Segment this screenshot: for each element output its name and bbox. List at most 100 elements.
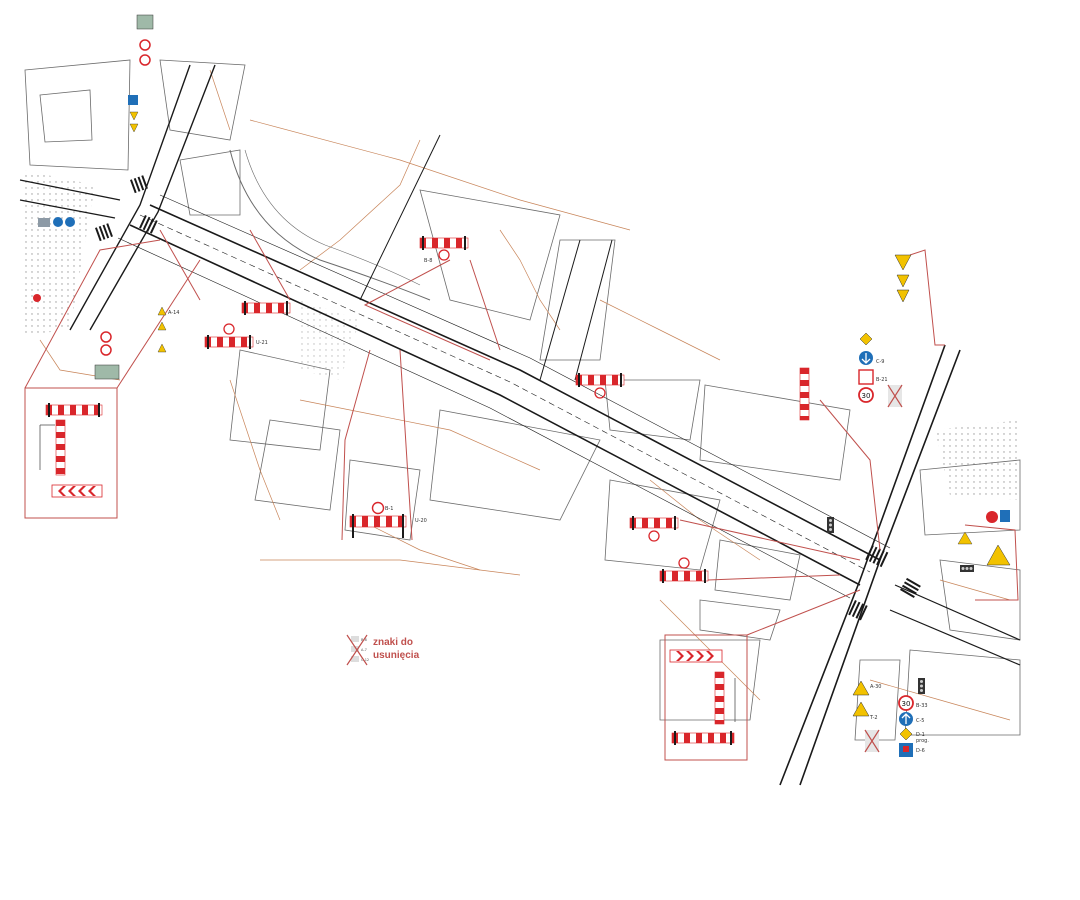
warning-triangle-icon <box>896 274 910 288</box>
crosswalks <box>95 175 921 621</box>
removal-cross-icon <box>986 511 998 523</box>
leader-sign-top-right <box>909 249 945 346</box>
diamond-priority-icon <box>859 332 873 346</box>
diamond-priority-icon <box>899 727 913 741</box>
legend-small-label-2: A-7 <box>361 648 367 652</box>
barrier-board-icon <box>204 323 254 349</box>
leader-sign-right-box <box>964 524 1019 601</box>
crosswalk-left-north <box>130 175 148 194</box>
park-path <box>229 149 431 301</box>
warning-triangle-icon <box>157 306 167 316</box>
chevron-board-icon <box>51 484 103 498</box>
label-a14: A-14 <box>168 310 179 316</box>
chevron-board-icon <box>669 649 723 663</box>
legend-text: znaki do usunięcia <box>373 636 419 662</box>
green-area-right <box>935 420 1020 500</box>
label-prog: prog. <box>916 738 929 744</box>
callouts <box>24 229 1019 761</box>
sidewalk-south <box>117 237 851 599</box>
left-cross-street-b <box>89 64 216 331</box>
sign-plate-green <box>136 14 154 30</box>
main-street-north-edge <box>149 204 881 561</box>
barrier-board-icon <box>419 236 469 261</box>
speed-limit-icon <box>139 39 151 51</box>
speed-limit-icon <box>858 387 874 403</box>
label-b1: B-1 <box>385 506 393 512</box>
warning-triangle-icon <box>157 321 167 331</box>
leader-right-frame <box>746 589 861 636</box>
label-b8: B-8 <box>424 258 432 264</box>
label-u21: U-21 <box>256 340 268 346</box>
left-side-street-b <box>19 199 116 219</box>
leader-left-frame <box>24 239 161 389</box>
warning-triangle-icon <box>129 123 139 133</box>
legend-line-1: znaki do <box>373 637 414 648</box>
roads <box>19 64 1021 786</box>
crosswalk-right-south <box>848 600 868 621</box>
barrier-board-icon <box>659 557 709 583</box>
speed-label: 30 <box>862 392 871 400</box>
speed-limit-icon <box>898 695 914 711</box>
leader-barrier-left-b <box>159 229 201 301</box>
label-a30: A-30 <box>870 684 881 690</box>
direction-arrow-icon <box>53 217 63 227</box>
leader-barrier-mid-b <box>707 574 841 581</box>
speed-limit-icon <box>100 331 112 343</box>
traffic-light-icon <box>827 517 834 533</box>
removal-cross-icon <box>33 294 41 302</box>
leader-barrier-top <box>363 259 491 361</box>
detail-right-contents <box>669 649 736 745</box>
legend-signs-to-remove: B-8 A-7 C-12 znaki do usunięcia <box>345 634 455 670</box>
warning-triangle-icon <box>157 343 167 353</box>
minor-road-mid <box>539 239 581 381</box>
label-c9: C-9 <box>876 359 884 365</box>
sign-plate-grey <box>38 218 50 227</box>
leader-barrier-mid <box>679 519 861 561</box>
removal-cross-icon: B-8 A-7 C-12 <box>346 634 369 666</box>
crosswalk-right-north <box>865 545 889 568</box>
warning-triangle-icon <box>852 701 870 717</box>
label-u20: U-20 <box>415 518 427 524</box>
sign-plate-blue <box>1000 510 1010 522</box>
warning-triangle-icon <box>896 289 910 303</box>
detail-frame-left <box>24 387 118 519</box>
sign-code-labels: B-1 B-8 U-20 U-21 A-14 A-30 C-5 C-9 D-1 … <box>168 258 929 754</box>
label-d1: D-1 <box>916 732 925 738</box>
minor-road-top <box>359 134 441 301</box>
leader-barrier-b1-b <box>399 349 413 541</box>
label-c5: C-5 <box>916 718 924 724</box>
buildings <box>24 59 1021 741</box>
traffic-light-icon <box>960 565 974 572</box>
main-street-centerline <box>139 214 871 573</box>
leader-left-frame-b <box>116 259 201 389</box>
detail-frame-right <box>664 634 748 761</box>
leader-barrier-vert <box>819 399 881 551</box>
right-side-street-b <box>889 609 1021 666</box>
speed-limit-icon <box>100 344 112 356</box>
warning-triangle-icon <box>986 544 1011 566</box>
label-t2: T-2 <box>869 715 878 721</box>
sign-plate-green <box>94 364 120 380</box>
barrier-board-icon <box>349 501 407 538</box>
barrier-board-icon <box>575 373 625 399</box>
sign-plate <box>858 369 874 385</box>
warning-triangle-icon <box>129 111 139 121</box>
park-path-inner <box>244 149 421 286</box>
leader-barrier-left-c <box>249 229 291 301</box>
barrier-board-icon <box>241 301 291 315</box>
barrier-board-icon <box>799 367 810 421</box>
green-area-center <box>300 300 360 380</box>
crosswalk-left-south <box>95 223 113 242</box>
right-cross-street-a <box>799 349 961 786</box>
right-cross-street-b <box>779 344 946 786</box>
warning-triangle-icon <box>894 254 912 271</box>
green-area-left <box>22 170 95 335</box>
main-street-south-edge <box>129 224 861 586</box>
signs: 30 30 <box>33 14 1011 757</box>
crosswalk-right-east <box>900 577 921 598</box>
traffic-light-icon <box>918 678 925 694</box>
detail-left-contents <box>39 403 103 498</box>
warning-triangle-icon <box>852 680 870 696</box>
cadastral-lines <box>39 69 1011 721</box>
